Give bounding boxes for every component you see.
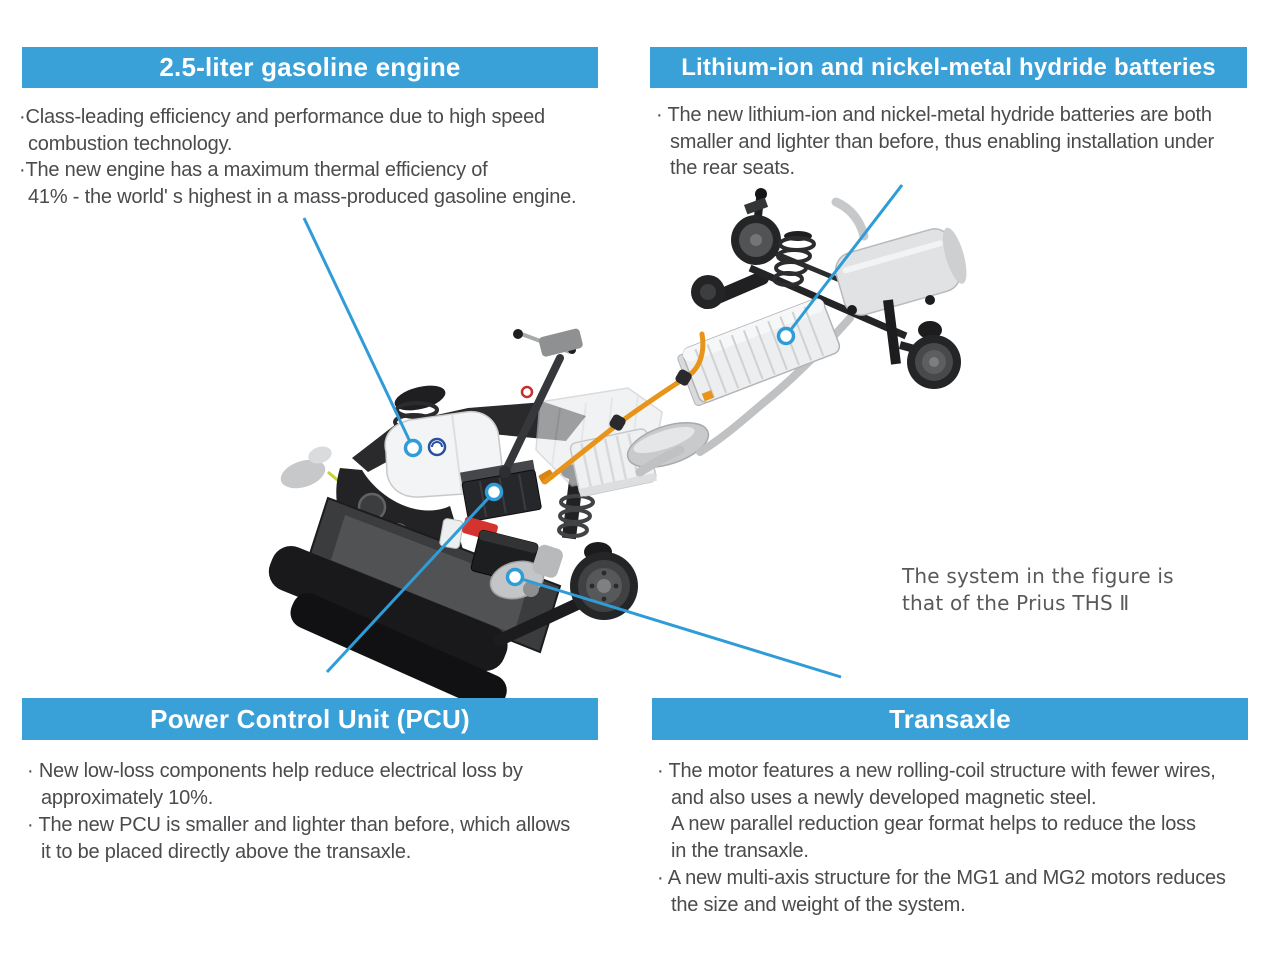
rear-hub-left-center [700, 284, 716, 300]
hv-battery-pack [677, 298, 841, 407]
batteries-description: · The new lithium-ion and nickel-metal h… [656, 102, 1256, 182]
engine-callout-line [302, 217, 415, 449]
rear-brake-disc-right [898, 321, 961, 389]
muffler-hanger [925, 295, 935, 305]
front-caliper [532, 544, 563, 578]
text-line: it to be placed directly above the trans… [41, 841, 412, 863]
figure-note: The system in the figure is that of the … [902, 563, 1174, 617]
text-line: the size and weight of the system. [671, 893, 966, 916]
batteries-header: Lithium-ion and nickel-metal hydride bat… [650, 47, 1247, 88]
text-line: 41% - the world' s highest in a mass-pro… [28, 185, 577, 208]
battery-callout-line [784, 184, 904, 337]
control-arm [494, 594, 592, 646]
air-duct [280, 459, 326, 489]
text-line: The system in the figure is [902, 564, 1174, 588]
catalytic-converter [626, 422, 710, 468]
pcu-header: Power Control Unit (PCU) [22, 698, 598, 740]
text-line: in the transaxle. [671, 840, 809, 863]
coolant-reservoir [439, 518, 464, 549]
engine-cover-crease [451, 413, 463, 495]
callouts [302, 184, 904, 679]
rear-pillar [883, 299, 901, 365]
muffler [835, 227, 967, 316]
text-line: ·Class-leading efficiency and performanc… [19, 106, 545, 128]
text-line: and also uses a newly developed magnetic… [671, 786, 1097, 809]
air-duct-cap [308, 446, 332, 464]
front-bumper-beam [268, 546, 508, 672]
transaxle-header: Transaxle [652, 698, 1248, 740]
rear-brake-disc-left [731, 188, 781, 265]
text-line: A new parallel reduction gear format hel… [671, 813, 1196, 836]
transaxle-gear [523, 581, 539, 597]
cable-clamp [675, 369, 692, 386]
text-line: approximately 10%. [41, 787, 214, 809]
steering-column [499, 328, 583, 478]
rear-coil-spring [772, 231, 816, 287]
text-line: ·The new engine has a maximum thermal ef… [19, 159, 488, 181]
rear-assembly [677, 188, 967, 407]
text-line: combustion technology. [28, 132, 233, 155]
hv-cable [538, 331, 706, 485]
pcu-callout-marker [484, 482, 504, 502]
engine-description: ·Class-leading efficiency and performanc… [19, 104, 609, 210]
radiator-core [331, 515, 528, 634]
text-line: · The new lithium-ion and nickel-metal h… [656, 104, 1212, 126]
transaxle-description: · The motor features a new rolling-coil … [657, 758, 1257, 918]
text-line: · The motor features a new rolling-coil … [657, 760, 1216, 782]
text-line: · A new multi-axis structure for the MG1… [657, 866, 1226, 889]
text-line: smaller and lighter than before, thus en… [670, 130, 1215, 153]
text-line: the rear seats. [670, 157, 795, 179]
front-bumper-lip [290, 593, 507, 711]
transaxle-callout-line [514, 575, 842, 679]
cable-clamp [609, 414, 626, 431]
pcu-description: · New low-loss components help reduce el… [27, 758, 612, 866]
battery-callout-marker [776, 326, 796, 346]
engine-callout-marker [403, 438, 423, 458]
front-brake-disc [570, 542, 638, 620]
transaxle-callout-marker [505, 567, 525, 587]
pcu-callout-line [325, 490, 496, 674]
hybrid-logo [427, 437, 447, 457]
text-line: that of the Prius THS Ⅱ [902, 591, 1130, 615]
muffler-hanger [847, 305, 857, 315]
exhaust-pipe-front [635, 445, 685, 477]
text-line: · New low-loss components help reduce el… [27, 760, 523, 782]
tailpipe [831, 197, 869, 241]
engine-header: 2.5-liter gasoline engine [22, 47, 598, 88]
text-line: · The new PCU is smaller and lighter tha… [27, 814, 571, 836]
